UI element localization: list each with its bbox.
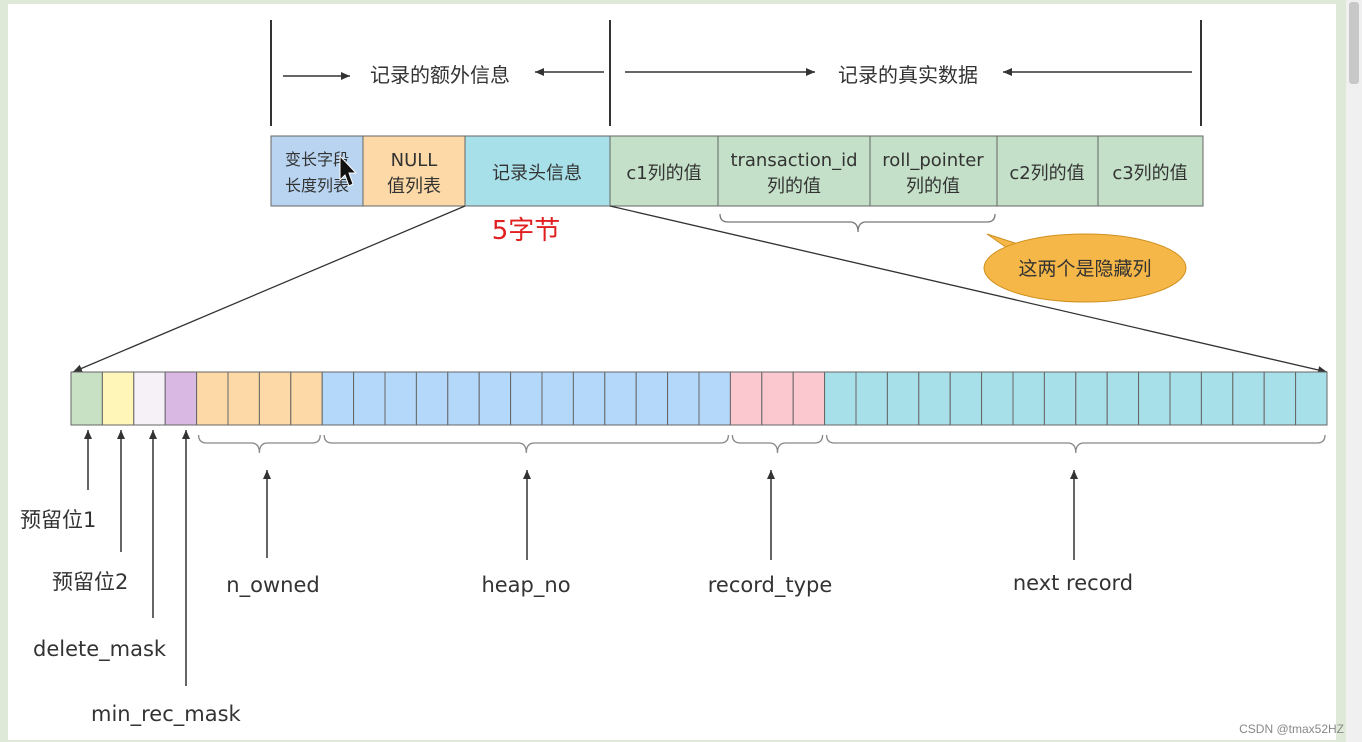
heap-no-bit [604, 371, 637, 426]
delete-mask-bit [133, 371, 166, 426]
heap-no-bit [635, 371, 669, 426]
bit-group-braces [197, 434, 1326, 454]
heap-no-bit [447, 371, 480, 426]
min-rec-mask-bit [164, 371, 198, 426]
c1-text: c1列的值 [626, 163, 701, 184]
heap-no-bit [572, 371, 606, 426]
record-type-bit [729, 371, 763, 426]
heap-no-bit [667, 371, 700, 426]
heap-no-bit [415, 371, 449, 426]
next-record-bit [1106, 371, 1140, 426]
reserved2-bit [101, 371, 135, 426]
c2-cell [996, 135, 1099, 207]
next-record-bit [918, 371, 951, 426]
expand-line-left [72, 205, 466, 373]
heap-no-bit [353, 371, 386, 426]
next-record-bit [1295, 371, 1328, 426]
reserved1-label: 预留位1 [20, 508, 96, 532]
record-header-text: 记录头信息 [492, 163, 582, 184]
extra-info-label: 记录的额外信息 [370, 63, 510, 87]
roll-pointer-cell [869, 135, 998, 207]
reserved1-bit [70, 371, 103, 426]
heap-no-bit [510, 371, 543, 426]
next-record-bit [1200, 371, 1234, 426]
n-owned-brace [197, 434, 321, 454]
n-owned-bit [227, 371, 260, 426]
next-record-bit [1263, 371, 1297, 426]
record-type-brace [731, 434, 824, 454]
roll-text-1: roll_pointer [882, 150, 984, 171]
hidden-columns-note: 这两个是隐藏列 [1018, 258, 1151, 280]
null-list-cell [362, 135, 466, 207]
heap-no-bit [478, 371, 512, 426]
next-record-brace [825, 434, 1326, 454]
next-record-bit [1169, 371, 1202, 426]
roll-text-2: 列的值 [906, 176, 960, 197]
record-type-label: record_type [708, 573, 833, 598]
min-rec-mask-label: min_rec_mask [91, 702, 242, 727]
hidden-columns-note-bubble [983, 233, 1187, 303]
n-owned-bit [196, 371, 229, 426]
heap-no-brace [323, 434, 730, 454]
trx-text-1: transaction_id [730, 150, 857, 171]
next-record-bit [1075, 371, 1108, 426]
next-record-bit [1043, 371, 1077, 426]
delete-mask-label: delete_mask [33, 637, 167, 662]
next-record-label: next record [1013, 571, 1133, 595]
next-record-bit [824, 371, 857, 426]
hidden-columns-brace [719, 213, 996, 233]
five-bytes-label: 5字节 [492, 216, 561, 246]
n-owned-bit [258, 371, 292, 426]
c1-cell [609, 135, 719, 207]
real-data-label: 记录的真实数据 [838, 63, 978, 87]
watermark: CSDN @tmax52HZ [1239, 722, 1344, 736]
record-type-bit [792, 371, 826, 426]
next-record-bit [855, 371, 888, 426]
n-owned-label: n_owned [226, 573, 319, 598]
next-record-bit [886, 371, 920, 426]
next-record-bit [981, 371, 1014, 426]
next-record-bit [1012, 371, 1045, 426]
record-header-cell [464, 135, 611, 207]
scrollbar-thumb[interactable] [1349, 2, 1359, 84]
heap-no-bit [321, 371, 355, 426]
record-header-bit-strip [70, 371, 1328, 426]
heap-no-bit [541, 371, 574, 426]
heap-no-label: heap_no [481, 573, 570, 598]
var-len-text-2: 长度列表 [285, 176, 349, 195]
reserved2-label: 预留位2 [52, 570, 128, 594]
transaction-id-cell [717, 135, 871, 207]
null-text-2: 值列表 [387, 176, 441, 197]
next-record-bit [949, 371, 983, 426]
heap-no-bit [384, 371, 417, 426]
var-len-text-1: 变长字段 [285, 150, 349, 169]
c2-text: c2列的值 [1009, 163, 1084, 184]
vertical-scrollbar[interactable] [1346, 0, 1362, 742]
null-text-1: NULL [391, 150, 438, 171]
next-record-bit [1138, 371, 1171, 426]
c3-cell [1097, 135, 1204, 207]
mouse-cursor-icon [339, 154, 358, 187]
n-owned-bit [290, 371, 323, 426]
record-type-bit [761, 371, 794, 426]
next-record-bit [1232, 371, 1265, 426]
trx-text-2: 列的值 [767, 176, 821, 197]
heap-no-bit [698, 371, 731, 426]
expand-line-right [609, 205, 1328, 374]
c3-text: c3列的值 [1112, 163, 1187, 184]
